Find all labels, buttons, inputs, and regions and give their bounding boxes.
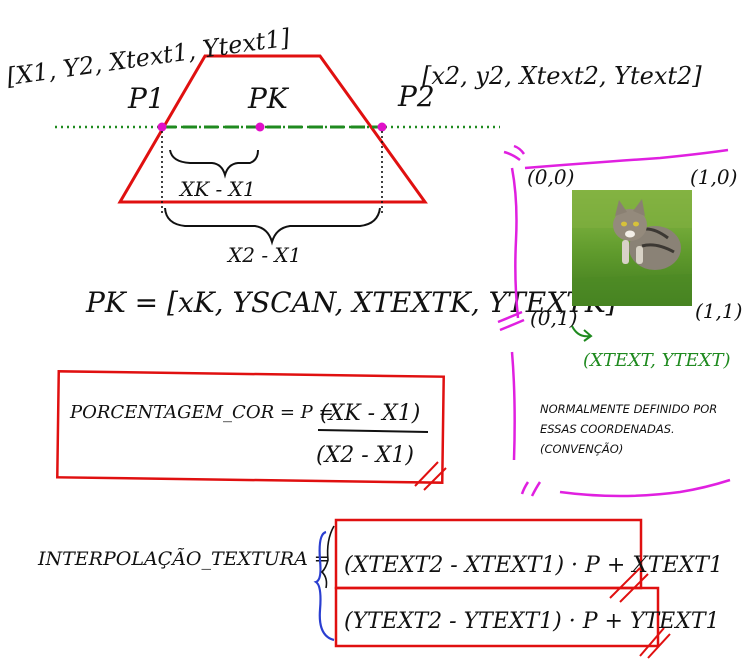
note-line-1: NORMALMENTE DEFINIDO POR [540,402,717,416]
formula-interp-black-brace [320,525,335,589]
formula-interp-row-2: (YTEXT2 - YTEXT1) · P + YTEXT1 [344,609,720,634]
point-pk [255,122,265,132]
label-texture-coord: (XTEXT, YTEXT) [583,350,730,371]
bracket-magenta-bottom [520,478,731,498]
label-pk-definition: PK = [xK, YSCAN, XTEXTK, YTEXTK] [85,286,617,319]
bracket-magenta-tick-top [503,144,526,162]
formula-interp-box-2 [334,586,660,648]
formula-pct-lhs: PORCENTAGEM_COR = P = [69,402,334,423]
corner-label-bottom-right: (1,1) [695,299,742,323]
note-line-3: (CONVENÇÃO) [540,441,623,456]
formula-interp-box-marks [609,567,671,659]
point-p1 [157,122,167,132]
corner-label-bottom-left: (0,1) [530,306,577,330]
label-x2-minus-x1: X2 - X1 [226,243,301,267]
label-pk: PK [247,82,290,115]
corner-label-top-left: (0,0) [527,165,574,189]
formula-pct-fraction-bar [317,429,429,433]
bracket-magenta-left [510,167,520,319]
corner-label-top-right: (1,0) [690,165,737,189]
bracket-magenta-middle [497,310,525,332]
formula-pct-denominator: (X2 - X1) [316,443,414,468]
bracket-magenta-left-lower [510,351,516,461]
label-p2: P2 [397,80,435,113]
bracket-magenta-top [524,148,729,170]
formula-pct-box-marks [414,461,447,491]
brace-x2-x1 [164,207,381,246]
point-p2 [377,122,387,132]
formula-interp-lhs: INTERPOLAÇÃO_TEXTURA = [37,548,330,570]
brace-blue [313,530,335,642]
formula-pct-numerator: (XK - X1) [320,401,420,426]
label-xk-minus-x1: XK - X1 [178,177,256,201]
arrow-green [571,325,593,342]
formula-interp-row-1: (XTEXT2 - XTEXT1) · P + XTEXT1 [344,553,723,578]
trapezoid-shape [117,54,428,204]
label-p2-coords: [x2, y2, Xtext2, Ytext2] [422,62,702,90]
label-p1-coords: [X1, Y2, Xtext1, Ytext1] [5,23,292,91]
label-p1: P1 [127,82,165,115]
formula-pct-box [56,370,445,484]
note-line-2: ESSAS COORDENADAS. [540,422,675,436]
cat-photo [572,190,692,306]
brace-xk-x1 [169,149,259,179]
